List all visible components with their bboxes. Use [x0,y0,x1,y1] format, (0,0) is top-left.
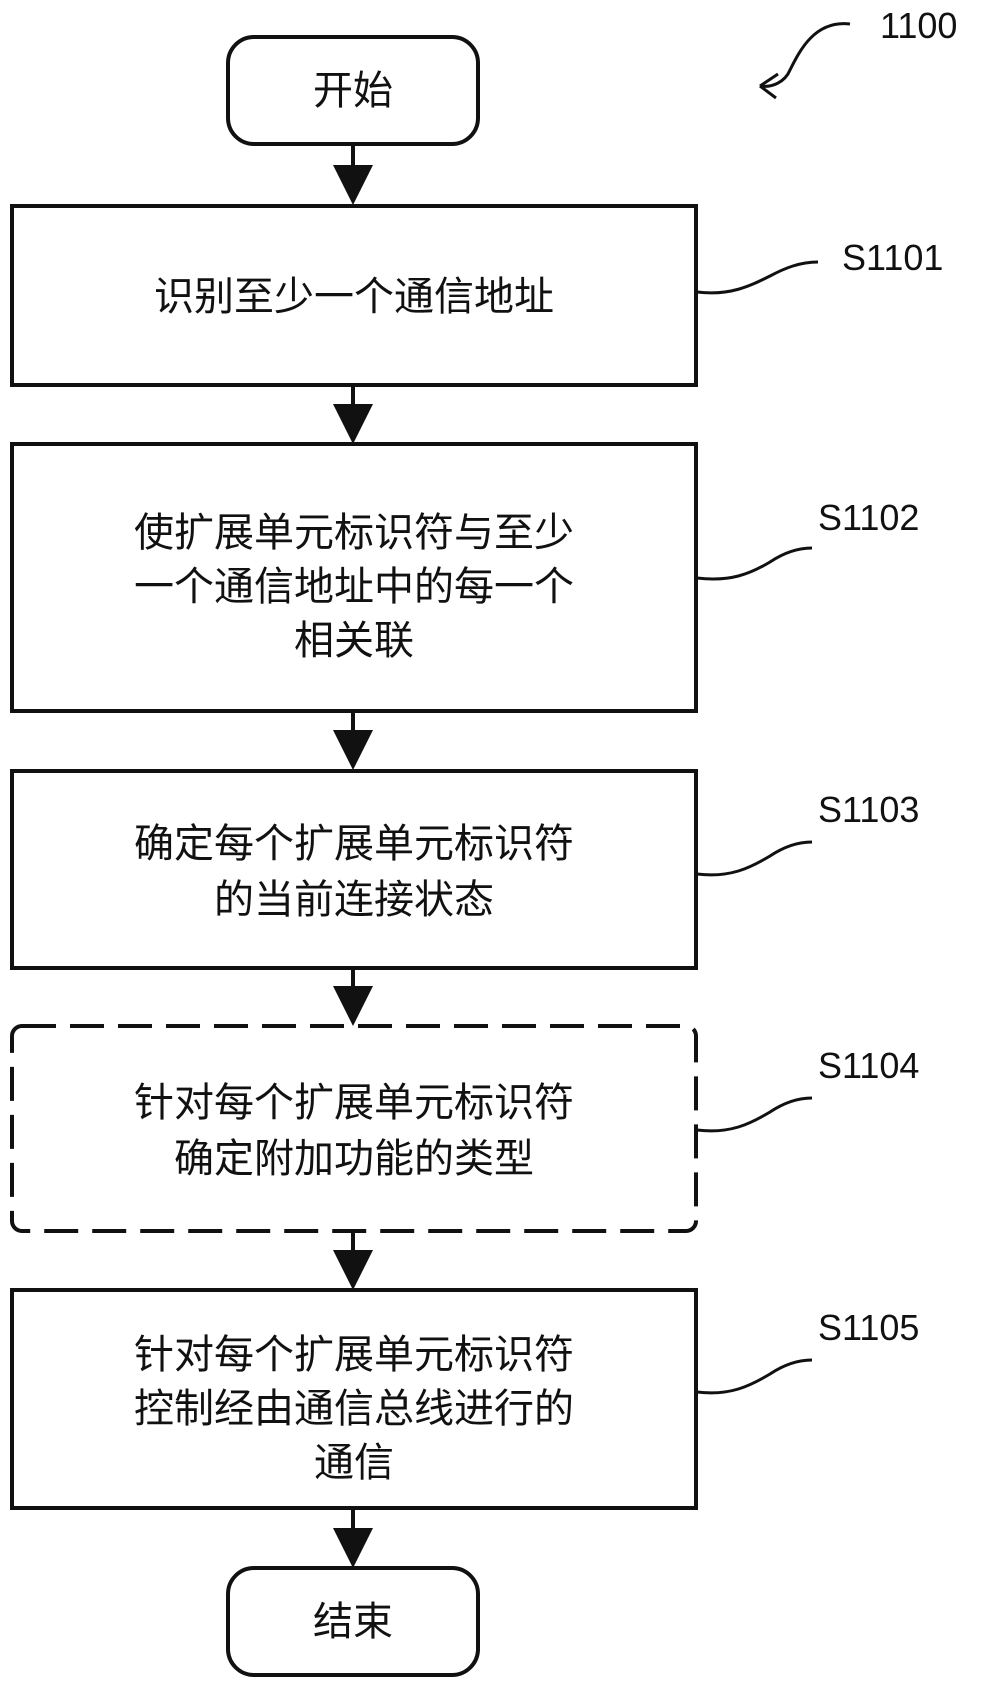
step-text-line: 确定每个扩展单元标识符 [134,821,574,867]
step-leader-line [696,1358,813,1395]
step-leader-line [696,546,813,581]
process-box [10,1288,698,1510]
end-terminal-shape [226,1566,480,1677]
step-s1103: 确定每个扩展单元标识符 的当前连接状态 S1103 [10,769,919,970]
step-text-line: 针对每个扩展单元标识符 [134,1080,574,1126]
step-id-label: S1104 [818,1045,919,1086]
process-box [10,204,698,387]
step-text-line: 相关联 [294,618,414,664]
step-leader-line [696,840,813,877]
figure-ref-label: 1100 [880,5,957,46]
step-text-line: 针对每个扩展单元标识符 [134,1332,574,1378]
step-text-line: 确定附加功能的类型 [174,1136,534,1182]
process-box [10,442,698,713]
figure-ref-leader [759,22,851,88]
step-s1105: 针对每个扩展单元标识符 控制经由通信总线进行的 通信 S1105 [10,1288,919,1510]
optional-process-box [10,1024,698,1233]
step-text-line: 控制经由通信总线进行的 [134,1386,574,1432]
step-id-label: S1103 [818,789,919,830]
step-leader-line [696,260,819,295]
step-s1101: 识别至少一个通信地址 S1101 [10,204,943,387]
end-label: 结束 [313,1599,393,1645]
step-id-label: S1101 [842,237,943,278]
step-s1102: 使扩展单元标识符与至少 一个通信地址中的每一个 相关联 S1102 [10,442,919,713]
step-id-label: S1102 [818,497,919,538]
step-text-line: 识别至少一个通信地址 [154,274,554,320]
step-leader-line [696,1096,813,1133]
end-node: 结束 [226,1566,480,1677]
start-node: 开始 [226,35,480,146]
start-label: 开始 [313,68,393,114]
process-box [10,769,698,970]
figure-ref-arrowhead [759,72,779,100]
step-s1104: 针对每个扩展单元标识符 确定附加功能的类型 S1104 [10,1024,919,1233]
step-text-line: 的当前连接状态 [214,877,494,923]
step-id-label: S1105 [818,1307,919,1348]
step-text-line: 使扩展单元标识符与至少 [134,510,574,556]
step-text-line: 通信 [314,1440,394,1486]
step-text-line: 一个通信地址中的每一个 [134,564,574,610]
